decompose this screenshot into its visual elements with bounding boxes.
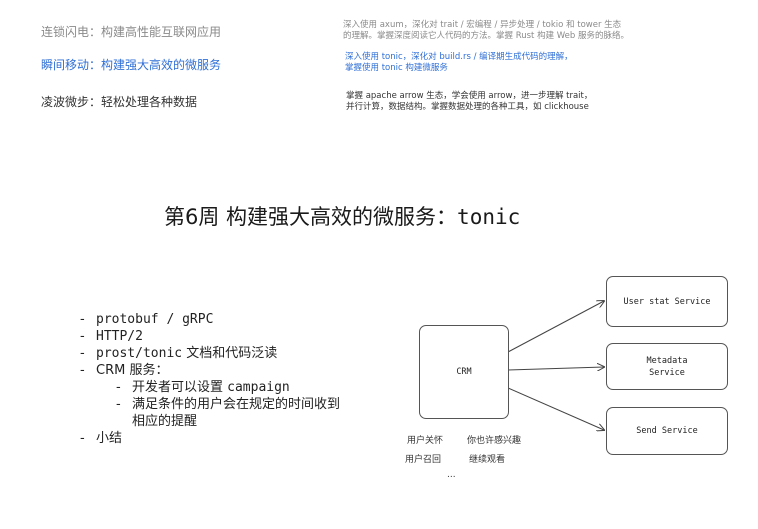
arrow-to-send: [507, 387, 604, 430]
metadata-service-label: Metadata: [646, 355, 688, 366]
user-stat-service-label: User stat Service: [623, 296, 711, 307]
bullet-text: HTTP/2: [96, 329, 143, 344]
arrow-to-metadata: [507, 367, 604, 370]
bullet-text: 满足条件的用户会在规定的时间收到: [132, 397, 341, 412]
desc-line: 深入使用 axum，深化对 trait / 宏编程 / 异步处理 / tokio…: [343, 20, 622, 30]
bullet-text: prost/tonic: [96, 346, 183, 361]
crm-label: CRM: [456, 367, 472, 377]
note-continue-watching: 继续观看: [469, 455, 506, 465]
bullet-text: protobuf / gRPC: [96, 312, 214, 327]
topic-lightning: 连锁闪电：构建高性能互联网应用: [41, 25, 222, 39]
bullet-list: protobuf / gRPC HTTP/2 prost/tonic 文档和代码…: [80, 311, 340, 447]
bullet-item: 小结: [80, 430, 340, 447]
bullet-item: prost/tonic 文档和代码泛读: [80, 345, 340, 362]
desc-data: 掌握 apache arrow 生态，学会使用 arrow，进一步理解 trai…: [346, 91, 592, 113]
desc-lightning: 深入使用 axum，深化对 trait / 宏编程 / 异步处理 / tokio…: [343, 20, 629, 42]
bullet-text: 开发者可以设置: [132, 380, 228, 395]
desc-line: 深入使用 tonic，深化对 build.rs / 编译期生成代码的理解，: [345, 52, 573, 62]
metadata-service-box: Metadata Service: [606, 343, 728, 390]
desc-line: 的理解。掌握深度阅读它人代码的方法。掌握 Rust 构建 Web 服务的脉络。: [343, 31, 630, 41]
sub-bullet-item: 满足条件的用户会在规定的时间收到 相应的提醒: [116, 396, 340, 430]
bullet-text: campaign: [227, 380, 290, 395]
desc-line: 掌握 apache arrow 生态，学会使用 arrow，进一步理解 trai…: [346, 91, 593, 101]
arrow-to-user-stat: [507, 301, 604, 353]
slide-title-suffix: tonic: [457, 205, 521, 229]
bullet-text: 文档和代码泛读: [182, 346, 278, 361]
user-stat-service-box: User stat Service: [606, 276, 728, 327]
desc-teleport: 深入使用 tonic，深化对 build.rs / 编译期生成代码的理解， 掌握…: [345, 52, 573, 74]
desc-line: 并行计算，数据结构。掌握数据处理的各种工具，如 clickhouse: [346, 102, 589, 112]
send-service-box: Send Service: [606, 407, 728, 455]
slide-title-prefix: 第6周 构建强大高效的微服务：: [164, 205, 458, 229]
note-user-recall: 用户召回: [405, 455, 442, 465]
slide-title: 第6周 构建强大高效的微服务：tonic: [164, 201, 520, 231]
bullet-item: HTTP/2: [80, 328, 340, 345]
crm-box: CRM: [419, 325, 509, 419]
bullet-item: CRM 服务： 开发者可以设置 campaign 满足条件的用户会在规定的时间收…: [80, 362, 340, 430]
topic-teleport: 瞬间移动：构建强大高效的微服务: [41, 58, 222, 72]
bullet-item: protobuf / gRPC: [80, 311, 340, 328]
desc-line: 掌握使用 tonic 构建微服务: [345, 63, 448, 73]
send-service-label: Send Service: [636, 426, 698, 436]
topic-data: 凌波微步：轻松处理各种数据: [41, 95, 198, 109]
note-maybe-interested: 你也许感兴趣: [467, 436, 522, 446]
metadata-service-label: Service: [649, 367, 685, 378]
note-ellipsis: ...: [447, 470, 456, 480]
bullet-text: CRM 服务：: [96, 363, 169, 378]
bullet-text: 小结: [96, 431, 123, 446]
sub-bullet-item: 开发者可以设置 campaign: [116, 379, 340, 396]
bullet-text: 相应的提醒: [132, 414, 198, 429]
note-user-care: 用户关怀: [407, 436, 444, 446]
